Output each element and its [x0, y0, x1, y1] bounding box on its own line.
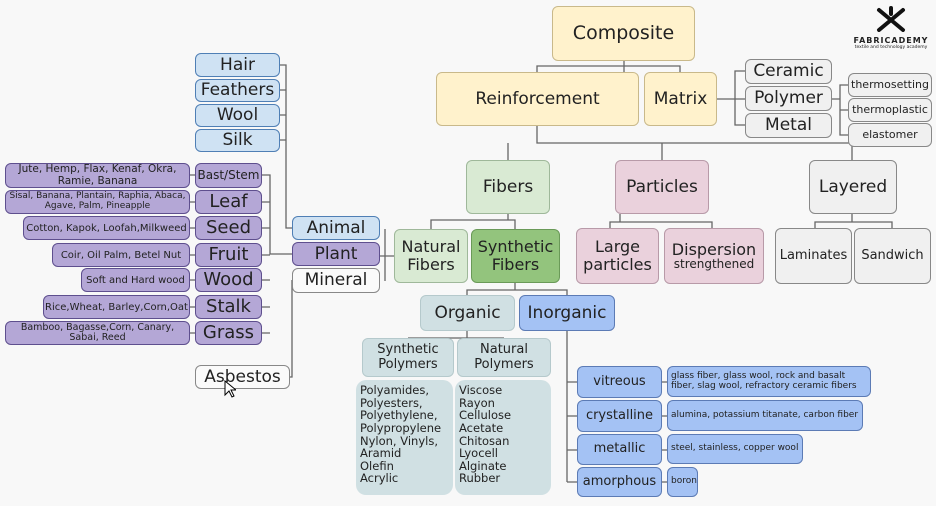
- inorganic-examples: glass fiber, glass wool, rock and basalt…: [667, 366, 871, 397]
- animal-hair: Hair: [195, 53, 280, 77]
- plant-part: Fruit: [195, 243, 262, 267]
- plant-node: Plant: [292, 242, 380, 266]
- plant-examples: Jute, Hemp, Flax, Kenaf, Okra, Ramie, Ba…: [5, 163, 190, 188]
- fabricademy-logo: FABRICADEMY textile and technology acade…: [852, 6, 930, 50]
- list-item: Polyethylene,: [360, 408, 438, 423]
- laminates-node: Laminates: [775, 228, 852, 284]
- plant-examples: Cotton, Kapok, Loofah,Milkweed: [23, 216, 190, 240]
- layered-node: Layered: [809, 160, 897, 214]
- sandwich-node: Sandwich: [854, 228, 931, 284]
- plant-examples: Coir, Oil Palm, Betel Nut: [52, 243, 190, 267]
- logo-mark-icon: [877, 6, 905, 32]
- inorganic-type: amorphous: [577, 467, 662, 497]
- plant-examples: Soft and Hard wood: [81, 268, 190, 292]
- list-item: Rubber: [459, 471, 501, 486]
- list-item: Viscose: [459, 383, 503, 397]
- list-item: Polypropylene: [360, 420, 442, 435]
- inorganic-type: crystalline: [577, 400, 662, 432]
- reinforcement-node: Reinforcement: [436, 72, 639, 126]
- matrix-metal: Metal: [745, 113, 832, 138]
- logo-tagline: textile and technology academy: [854, 45, 928, 50]
- plant-examples: Sisal, Banana, Plantain, Raphia, Abaca, …: [5, 190, 190, 214]
- list-item: Nylon, Vinyls,: [360, 433, 438, 448]
- animal-feathers: Feathers: [195, 79, 280, 102]
- synthetic-polymer-list: Polyamides, Polyesters, Polyethylene, Po…: [356, 380, 453, 495]
- plant-examples: Rice,Wheat, Barley,Corn,Oat: [43, 295, 190, 319]
- list-item: Chitosan: [459, 433, 510, 448]
- particles-node: Particles: [615, 160, 709, 214]
- matrix-polymer: Polymer: [745, 86, 832, 111]
- logo-name: FABRICADEMY: [853, 36, 929, 45]
- synthetic-polymers-node: Synthetic Polymers: [362, 338, 454, 377]
- inorganic-type: vitreous: [577, 366, 662, 398]
- list-item: Acrylic: [360, 471, 399, 486]
- natural-polymers-node: Natural Polymers: [457, 338, 551, 377]
- list-item: Alginate: [459, 458, 507, 473]
- animal-silk: Silk: [195, 129, 280, 152]
- animal-wool: Wool: [195, 104, 280, 127]
- plant-part: Leaf: [195, 190, 262, 214]
- composite-node: Composite: [552, 6, 695, 61]
- fibers-node: Fibers: [466, 160, 550, 214]
- list-item: Lyocell: [459, 446, 498, 461]
- dispersion-label: Dispersion: [671, 239, 757, 259]
- plant-part: Bast/Stem: [195, 163, 262, 188]
- list-item: Olefin: [360, 458, 394, 473]
- list-item: Polyamides,: [360, 383, 430, 397]
- polymer-thermosetting: thermosetting: [848, 73, 932, 97]
- mineral-node: Mineral: [292, 268, 380, 293]
- synthetic-fibers-node: Synthetic Fibers: [471, 229, 560, 283]
- inorganic-examples: boron: [667, 467, 698, 497]
- plant-part: Grass: [195, 321, 262, 345]
- list-item: Polyesters,: [360, 395, 423, 410]
- natural-fibers-node: Natural Fibers: [394, 229, 468, 283]
- animal-node: Animal: [292, 216, 380, 240]
- natural-polymer-list: Viscose Rayon Cellulose Acetate Chitosan…: [455, 380, 551, 495]
- mineral-asbestos: Asbestos: [195, 365, 290, 389]
- matrix-ceramic: Ceramic: [745, 59, 832, 84]
- inorganic-type: metallic: [577, 434, 662, 465]
- plant-part: Stalk: [195, 295, 262, 319]
- inorganic-node: Inorganic: [519, 295, 615, 331]
- list-item: Aramid: [360, 446, 402, 461]
- strengthened-label: strengthened: [673, 257, 755, 272]
- polymer-thermoplastic: thermoplastic: [848, 98, 932, 122]
- large-particles-node: Large particles: [576, 228, 659, 284]
- plant-part: Seed: [195, 216, 262, 240]
- matrix-node: Matrix: [644, 72, 717, 126]
- list-item: Acetate: [459, 420, 504, 435]
- polymer-elastomer: elastomer: [848, 123, 932, 147]
- inorganic-examples: steel, stainless, copper wool: [667, 434, 803, 464]
- list-item: Rayon: [459, 395, 495, 410]
- list-item: Cellulose: [459, 408, 512, 423]
- inorganic-examples: alumina, potassium titanate, carbon fibe…: [667, 400, 863, 431]
- plant-part: Wood: [195, 268, 262, 292]
- plant-examples: Bamboo, Bagasse,Corn, Canary, Sabai, Ree…: [5, 321, 190, 345]
- mouse-cursor-icon: [224, 380, 236, 398]
- organic-node: Organic: [420, 295, 515, 331]
